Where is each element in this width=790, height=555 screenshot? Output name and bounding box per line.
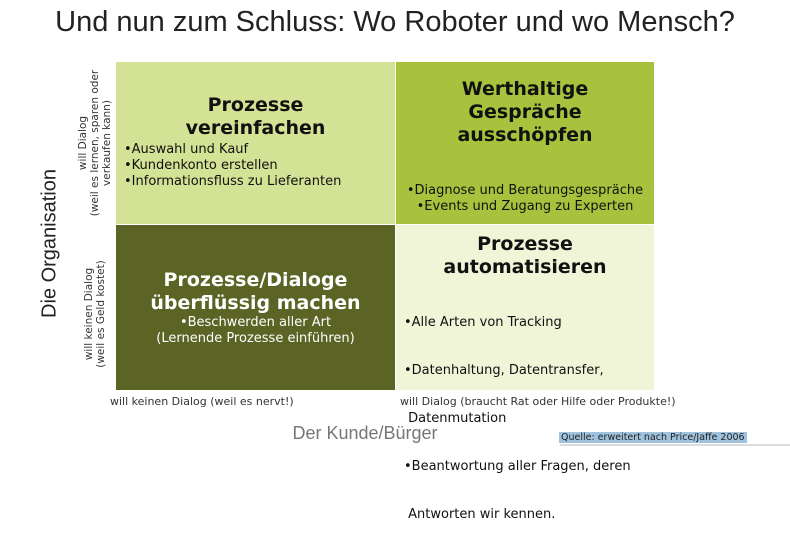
y-axis-title: Die Organisation (38, 169, 61, 318)
list-item: •Beantwortung aller Fragen, deren (404, 459, 631, 474)
list-item: •Alle Arten von Tracking (404, 315, 562, 330)
list-item: •Datenhaltung, Datentransfer, (404, 363, 604, 378)
source-citation: Quelle: erweitert nach Price/Jaffe 2006 (559, 432, 747, 443)
list-item: •Beschwerden aller Art (179, 315, 332, 330)
heading-line: Gespräche (468, 101, 582, 123)
heading-line: Prozesse (477, 233, 573, 255)
heading-line: Prozesse (207, 94, 304, 116)
divider (560, 444, 790, 446)
list-item: Datenmutation (404, 411, 507, 426)
y-axis-bottom-label: will keinen Dialog (weil es Geld kostet) (83, 249, 107, 379)
heading-line: Werthaltige (461, 78, 589, 100)
list-item: •Informationsfluss zu Lieferanten (124, 174, 342, 189)
heading-line: automatisieren (443, 256, 607, 278)
label-line: will keinen Dialog (83, 267, 95, 361)
x-axis-left-label: will keinen Dialog (weil es nervt!) (110, 395, 294, 408)
list-item: •Kundenkonto erstellen (124, 158, 278, 173)
label-line: (weil es lernen, sparen oder (89, 69, 101, 217)
heading-line: überflüssig machen (150, 292, 361, 314)
heading-line: ausschöpfen (457, 124, 593, 146)
y-axis-top-label: will Dialog (weil es lernen, sparen oder… (77, 58, 113, 228)
label-line: (weil es Geld kostet) (95, 260, 107, 368)
list-item: (Lernende Prozesse einführen) (156, 331, 355, 346)
label-line: verkaufen kann) (101, 100, 113, 186)
list-item: •Diagnose und Beratungsgespräche (406, 183, 644, 198)
heading-line: vereinfachen (185, 117, 326, 139)
label-line: will Dialog (77, 115, 89, 171)
heading-line: Prozesse/Dialoge (163, 269, 348, 291)
list-item: •Events und Zugang zu Experten (416, 199, 634, 214)
x-axis-title: Der Kunde/Bürger (292, 423, 438, 443)
slide-title: Und nun zum Schluss: Wo Roboter und wo M… (55, 6, 735, 38)
list-item: Antworten wir kennen. (404, 507, 556, 522)
list-item: •Auswahl und Kauf (124, 142, 249, 157)
x-axis-right-label: will Dialog (braucht Rat oder Hilfe oder… (400, 395, 676, 408)
